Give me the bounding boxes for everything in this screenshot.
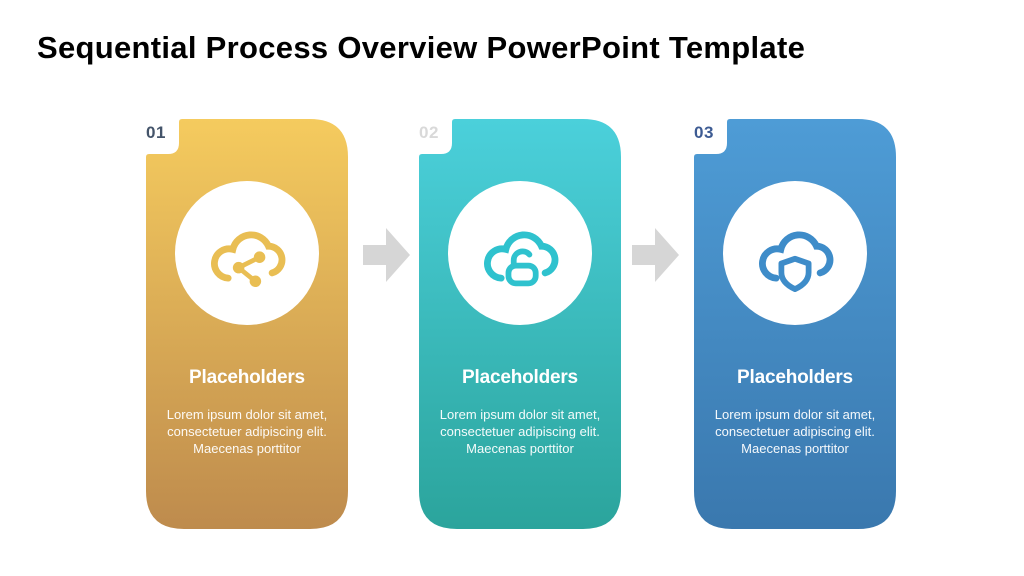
- slide-title: Sequential Process Overview PowerPoint T…: [37, 30, 806, 65]
- cloud-shield-icon: [759, 231, 834, 293]
- icon-circle: [723, 181, 867, 325]
- step-title: Placeholders: [737, 367, 853, 388]
- arrow-right-icon: [363, 228, 410, 282]
- step-card-2: 02 Placeholders Lorem ipsum dolor sit am…: [419, 119, 621, 529]
- step-card-1: 01 Placeholders Lorem ipsum dolor sit am…: [146, 119, 348, 529]
- step-description: Lorem ipsum dolor sit amet, consectetuer…: [166, 407, 328, 456]
- icon-circle: [448, 181, 592, 325]
- step-description: Lorem ipsum dolor sit amet, consectetuer…: [439, 407, 601, 456]
- step-number: 01: [146, 123, 166, 142]
- cloud-unlock-icon: [484, 231, 559, 287]
- step-card-3: 03 Placeholders Lorem ipsum dolor sit am…: [694, 119, 896, 529]
- step-title: Placeholders: [189, 367, 305, 388]
- step-title: Placeholders: [462, 367, 578, 388]
- step-number: 02: [419, 123, 439, 142]
- step-number: 03: [694, 123, 714, 142]
- arrow-right-icon: [632, 228, 679, 282]
- icon-circle: [175, 181, 319, 325]
- step-description: Lorem ipsum dolor sit amet, consectetuer…: [714, 407, 876, 456]
- cloud-share-icon: [211, 231, 286, 288]
